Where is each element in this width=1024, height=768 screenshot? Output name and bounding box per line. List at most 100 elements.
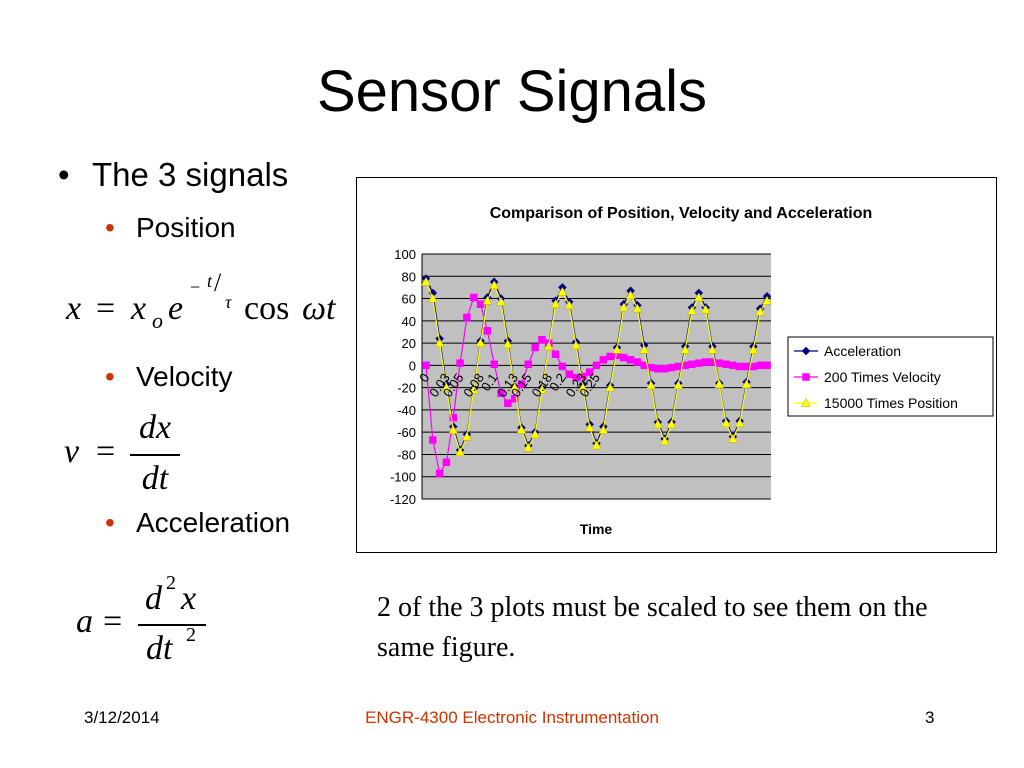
data-point	[456, 359, 464, 367]
data-point	[523, 442, 534, 452]
data-point	[721, 418, 732, 428]
data-point	[666, 419, 677, 429]
footer-date: 3/12/2014	[84, 708, 160, 727]
data-point	[667, 363, 676, 372]
legend-entry: 200 Times Velocity	[824, 369, 941, 385]
data-point	[475, 338, 486, 347]
eq-velocity-denominator: dt	[141, 460, 169, 497]
data-point	[729, 361, 737, 370]
data-point	[442, 458, 451, 466]
data-point	[461, 431, 472, 441]
y-tick-label: 0	[409, 358, 416, 373]
bullet-main-text: The 3 signals	[92, 156, 289, 193]
data-point	[530, 429, 541, 439]
bullet-marker: •	[58, 156, 70, 193]
y-tick-label: 20	[402, 336, 416, 351]
data-point	[654, 364, 662, 373]
bullet-marker: •	[105, 361, 115, 392]
data-point	[605, 382, 616, 392]
data-point	[673, 380, 684, 390]
data-point	[722, 360, 730, 368]
data-point	[550, 299, 561, 308]
data-point	[504, 399, 512, 407]
series-2	[422, 293, 771, 478]
data-point	[551, 350, 560, 358]
eq-position-lhs: x	[66, 290, 82, 327]
data-point	[695, 359, 703, 367]
eq-acc-num-d: d	[145, 580, 162, 617]
chart-title: Comparison of Position, Velocity and Acc…	[490, 205, 873, 222]
eq-position-equals: =	[96, 290, 116, 327]
acceleration-equation: a = d 2 x dt 2	[0, 0, 206, 667]
data-point	[571, 340, 581, 350]
data-point	[707, 344, 718, 354]
eq-position-sub-o: o	[152, 308, 163, 333]
y-tick-label: 40	[402, 314, 416, 329]
data-point	[632, 303, 643, 313]
legend-swatch-marker	[801, 346, 811, 356]
data-point	[435, 469, 444, 478]
x-axis-label: Time	[580, 521, 613, 537]
data-point	[448, 424, 459, 434]
data-point	[633, 358, 642, 366]
eq-position-tau: τ	[225, 292, 232, 312]
eq-acc-den-dt: dt	[146, 630, 173, 667]
legend-entry: 15000 Times Position	[824, 395, 958, 411]
data-point	[558, 362, 567, 371]
data-point	[741, 379, 752, 389]
slide-title: Sensor Signals	[316, 59, 708, 124]
legend-swatch-marker	[801, 397, 811, 407]
data-point	[748, 344, 759, 354]
legend-entry: Acceleration	[824, 343, 901, 359]
data-point	[646, 380, 656, 390]
data-point	[599, 356, 608, 364]
data-point	[572, 373, 580, 382]
data-point	[497, 389, 505, 397]
data-point	[538, 336, 546, 344]
data-point	[564, 300, 575, 309]
data-point	[755, 306, 766, 316]
data-point	[483, 327, 492, 335]
eq-position-minus: −	[190, 277, 201, 297]
eq-velocity-equals: =	[96, 433, 116, 470]
data-point	[688, 360, 696, 368]
y-tick-label: 80	[402, 269, 416, 284]
data-point	[463, 313, 471, 322]
footer-page-number: 3	[925, 708, 935, 727]
bullet-acceleration-text: Acceleration	[136, 507, 291, 538]
data-point	[756, 361, 764, 370]
plot-area	[422, 254, 771, 499]
data-point	[531, 343, 539, 352]
data-point	[734, 418, 745, 428]
data-point	[660, 364, 669, 373]
data-point	[701, 358, 710, 366]
data-point	[680, 344, 691, 354]
data-point	[659, 436, 670, 445]
y-tick-label: -80	[397, 447, 416, 462]
eq-acc-lhs: a	[76, 603, 93, 640]
data-point	[626, 356, 635, 364]
data-point	[469, 293, 478, 302]
velocity-equation: v = dx dt	[0, 0, 180, 497]
data-point	[763, 361, 771, 370]
data-point	[592, 361, 601, 370]
bullet-marker: •	[105, 212, 115, 243]
data-point	[585, 368, 594, 376]
data-point	[762, 295, 772, 305]
data-point	[502, 339, 513, 348]
legend-box	[787, 336, 994, 417]
data-point	[429, 436, 437, 444]
data-point	[476, 300, 485, 308]
bullet-marker: •	[105, 507, 115, 538]
data-point	[557, 286, 568, 296]
eq-position-t: t	[207, 271, 213, 291]
y-tick-label: -100	[390, 470, 416, 485]
chart-svg: Comparison of Position, Velocity and Acc…	[390, 205, 994, 537]
data-point	[421, 276, 431, 286]
data-point	[490, 360, 498, 368]
eq-position-tt: t	[326, 290, 336, 327]
data-point	[612, 344, 622, 354]
chart: Comparison of Position, Velocity and Acc…	[356, 177, 997, 553]
data-point	[577, 382, 588, 392]
data-point	[422, 361, 430, 370]
